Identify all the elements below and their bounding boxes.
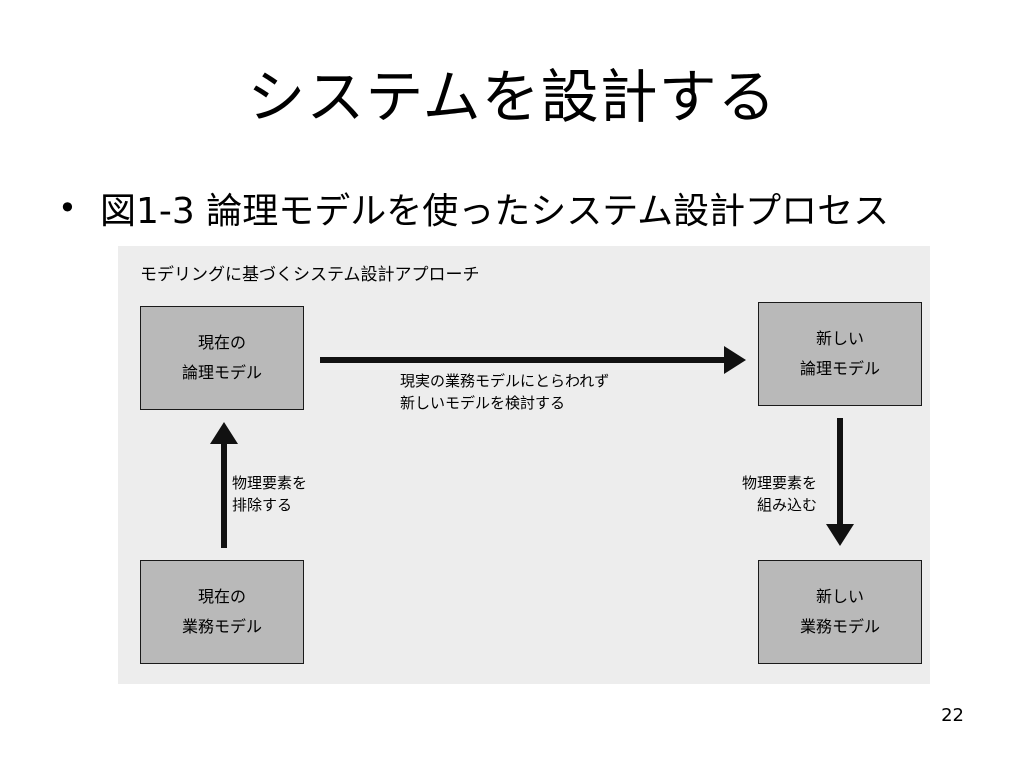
label-top-arrow: 現実の業務モデルにとらわれず 新しいモデルを検討する: [400, 370, 609, 414]
box-current-logical-model: 現在の 論理モデル: [140, 306, 304, 410]
label-right-line1: 物理要素を: [742, 474, 818, 492]
arrow-right-icon: [320, 346, 746, 374]
page-number: 22: [941, 705, 964, 726]
diagram-arrows: [210, 346, 854, 548]
bullet-marker: •: [58, 189, 77, 227]
box-new-logical-line1: 新しい: [815, 329, 864, 348]
box-current-business-line1: 現在の: [197, 587, 246, 606]
label-right-line2: 組み込む: [757, 496, 818, 514]
label-top-line1: 現実の業務モデルにとらわれず: [400, 372, 610, 390]
box-current-logical-line2: 論理モデル: [181, 363, 262, 382]
arrow-up-icon: [210, 422, 238, 548]
label-left-arrow: 物理要素を 排除する: [232, 472, 307, 516]
box-new-logical-line2: 論理モデル: [799, 359, 880, 378]
box-new-business-model: 新しい 業務モデル: [758, 560, 922, 664]
box-new-business-line2: 業務モデル: [799, 617, 880, 636]
label-top-line2: 新しいモデルを検討する: [400, 394, 566, 412]
scanned-figure: モデリングに基づくシステム設計アプローチ 現在の 論理モデル 新しい 論理モデル…: [118, 246, 930, 684]
label-left-line1: 物理要素を: [232, 474, 308, 492]
box-current-business-model: 現在の 業務モデル: [140, 560, 304, 664]
label-right-arrow: 物理要素を 組み込む: [742, 472, 817, 516]
arrow-down-icon: [826, 418, 854, 546]
box-new-business-line1: 新しい: [815, 587, 864, 606]
label-left-line2: 排除する: [232, 496, 293, 514]
slide-title: システムを設計する: [247, 63, 777, 131]
box-current-logical-line1: 現在の: [197, 333, 246, 352]
bullet-item: • 図1-3 論理モデルを使ったシステム設計プロセス: [58, 180, 889, 236]
bullet-text: 図1-3 論理モデルを使ったシステム設計プロセス: [100, 191, 890, 232]
box-current-business-line2: 業務モデル: [181, 617, 262, 636]
figure-title: モデリングに基づくシステム設計アプローチ: [140, 265, 480, 285]
box-new-logical-model: 新しい 論理モデル: [758, 302, 922, 406]
